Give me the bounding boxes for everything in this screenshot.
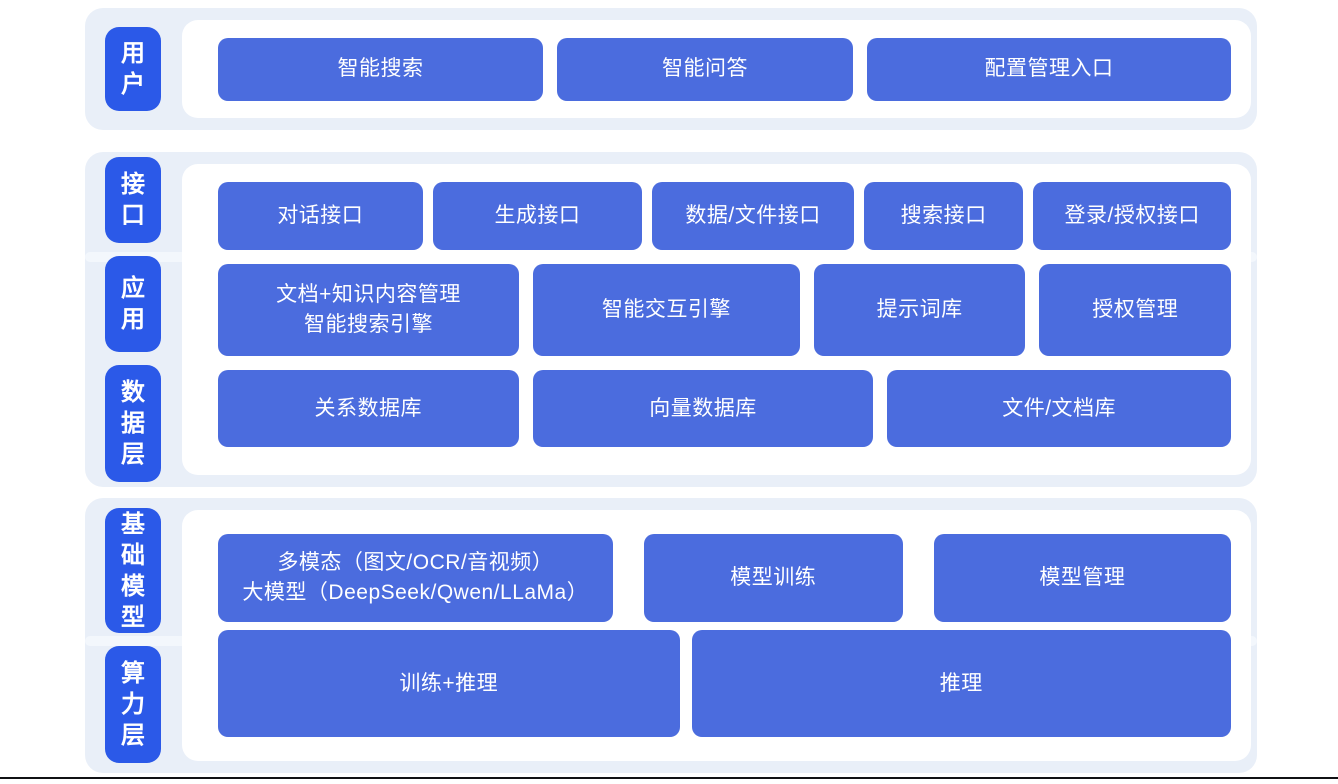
layer-label-column: 基础模型 算力层 [105,498,161,773]
node-doc-knowledge-search-engine: 文档+知识内容管理 智能搜索引擎 [218,264,519,356]
node-search-api: 搜索接口 [863,182,1024,250]
node-row: 多模态（图文/OCR/音视频） 大模型（DeepSeek/Qwen/LLaMa）… [218,534,1231,623]
node-relational-db: 关系数据库 [218,370,519,447]
node-config-entry: 配置管理入口 [867,37,1231,101]
layer-label-text: 基础模型 [121,510,145,631]
layer-label-text: 接口 [121,171,145,229]
node-row: 训练+推理 推理 [218,630,1231,737]
node-row: 智能搜索 智能问答 配置管理入口 [218,37,1231,101]
bottom-divider [0,777,1338,779]
node-dialog-api: 对话接口 [218,182,423,250]
layer-label-application: 应用 [105,256,161,352]
node-row: 对话接口 生成接口 数据/文件接口 搜索接口 登录/授权接口 [218,182,1231,250]
layer-band-interface-app-data: 接口 应用 数据层 对话接口 生成接口 数据/文件接口 搜索接口 登录/授权接口… [85,152,1257,487]
node-row: 关系数据库 向量数据库 文件/文档库 [218,370,1231,447]
node-interaction-engine: 智能交互引擎 [532,264,800,356]
layer-label-column: 接口 应用 数据层 [105,152,161,487]
node-multimodal-llm: 多模态（图文/OCR/音视频） 大模型（DeepSeek/Qwen/LLaMa） [218,534,613,623]
node-inference: 推理 [691,630,1231,737]
layer-label-text: 应用 [121,275,145,333]
layer-label-text: 算力层 [121,660,145,749]
layer-label-text: 数据层 [121,379,145,468]
nodes-panel-user: 智能搜索 智能问答 配置管理入口 [182,20,1251,118]
node-login-auth-api: 登录/授权接口 [1033,182,1231,250]
layer-label-text: 用户 [121,40,145,98]
nodes-panel-interface-app-data: 对话接口 生成接口 数据/文件接口 搜索接口 登录/授权接口 文档+知识内容管理… [182,164,1251,475]
layer-label-interface: 接口 [105,157,161,243]
node-file-doc-store: 文件/文档库 [887,370,1231,447]
node-generation-api: 生成接口 [432,182,643,250]
node-training-inference: 训练+推理 [218,630,680,737]
node-prompt-library: 提示词库 [813,264,1026,356]
layer-label-user: 用户 [105,27,161,111]
node-smart-qa: 智能问答 [557,37,853,101]
layer-label-data: 数据层 [105,365,161,482]
nodes-panel-model-compute: 多模态（图文/OCR/音视频） 大模型（DeepSeek/Qwen/LLaMa）… [182,510,1251,761]
node-vector-db: 向量数据库 [532,370,874,447]
node-auth-management: 授权管理 [1039,264,1232,356]
layer-label-column: 用户 [105,8,161,130]
node-model-training: 模型训练 [643,534,903,623]
layer-label-compute: 算力层 [105,646,161,763]
node-smart-search: 智能搜索 [218,37,543,101]
node-model-management: 模型管理 [933,534,1231,623]
node-data-file-api: 数据/文件接口 [652,182,854,250]
layer-band-model-compute: 基础模型 算力层 多模态（图文/OCR/音视频） 大模型（DeepSeek/Qw… [85,498,1257,773]
node-row: 文档+知识内容管理 智能搜索引擎 智能交互引擎 提示词库 授权管理 [218,264,1232,356]
layer-label-foundation-model: 基础模型 [105,508,161,633]
layer-band-user: 用户 智能搜索 智能问答 配置管理入口 [85,8,1257,130]
